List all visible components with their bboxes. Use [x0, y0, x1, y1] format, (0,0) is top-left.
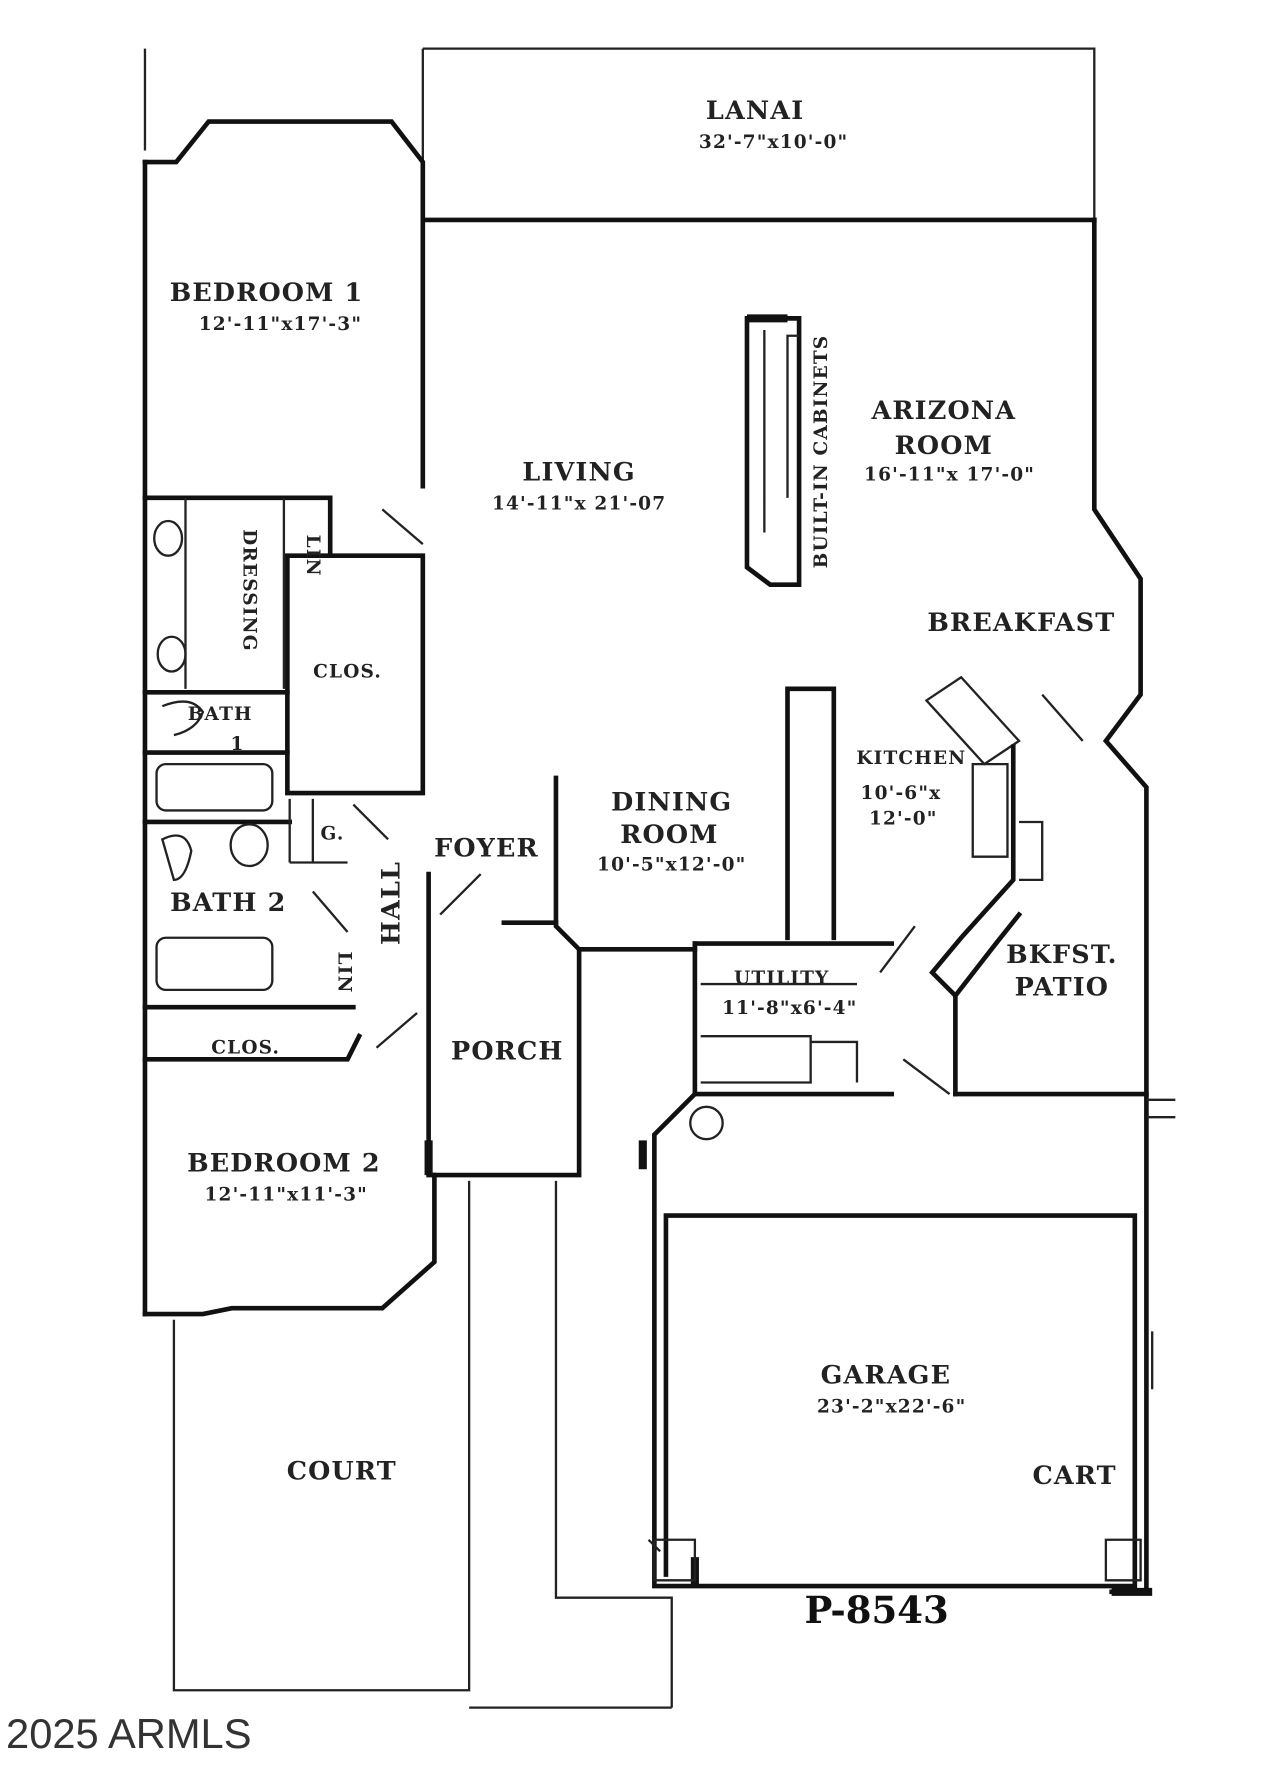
bedroom2-label: BEDROOM 2	[187, 1149, 381, 1179]
utility-size: 11'-8"x6'-4"	[722, 998, 857, 1019]
linen1-label: LIN	[302, 535, 323, 577]
lanai-label: LANAI	[706, 96, 804, 126]
court-label: COURT	[287, 1457, 397, 1487]
garage-size: 23'-2"x22'-6"	[817, 1396, 966, 1417]
linen2-label: LIN	[333, 951, 354, 993]
bkfst-patio-label-1: BKFST.	[1006, 940, 1118, 970]
kitchen-label: KITCHEN	[856, 748, 966, 769]
walls	[142, 47, 1176, 1709]
hall-label: HALL	[377, 861, 407, 945]
copyright-watermark: 2025 ARMLS	[6, 1710, 251, 1757]
dining-room-label-2: ROOM	[620, 820, 718, 850]
bath1-label: BATH	[188, 704, 253, 725]
kitchen-size-1: 10'-6"x	[861, 783, 942, 804]
living-label: LIVING	[522, 457, 635, 487]
bedroom1-size: 12'-11"x17'-3"	[199, 314, 362, 335]
foyer-label: FOYER	[434, 834, 539, 864]
arizona-room-label-2: ROOM	[895, 431, 993, 461]
garage-label: GARAGE	[821, 1360, 951, 1390]
bedroom2-size: 12'-11"x11'-3"	[204, 1185, 367, 1206]
breakfast-label: BREAKFAST	[927, 608, 1115, 638]
built-in-cabinets-label: BUILT-IN CABINETS	[811, 335, 832, 569]
bath1-number: 1	[231, 734, 245, 755]
dressing-label: DRESSING	[238, 529, 259, 652]
bedroom1-label: BEDROOM 1	[170, 278, 364, 308]
arizona-room-size: 16'-11"x 17'-0"	[864, 464, 1035, 485]
porch-label: PORCH	[451, 1036, 564, 1066]
living-size: 14'-11"x 21'-07	[492, 493, 666, 514]
kitchen-size-2: 12'-0"	[869, 808, 938, 829]
dining-room-size: 10'-5"x12'-0"	[597, 855, 746, 876]
lanai-size: 32'-7"x10'-0"	[699, 132, 848, 153]
g-label: G.	[321, 823, 345, 844]
dining-room-label-1: DINING	[611, 787, 732, 817]
plan-number: P-8543	[805, 1588, 949, 1632]
bkfst-patio-label-2: PATIO	[1015, 973, 1109, 1003]
bath2-label: BATH 2	[170, 888, 286, 918]
cart-label: CART	[1032, 1461, 1116, 1491]
closet2-label: CLOS.	[211, 1038, 280, 1059]
utility-label: UTILITY	[734, 968, 829, 989]
closet1-label: CLOS.	[313, 661, 382, 682]
arizona-room-label-1: ARIZONA	[870, 396, 1016, 426]
